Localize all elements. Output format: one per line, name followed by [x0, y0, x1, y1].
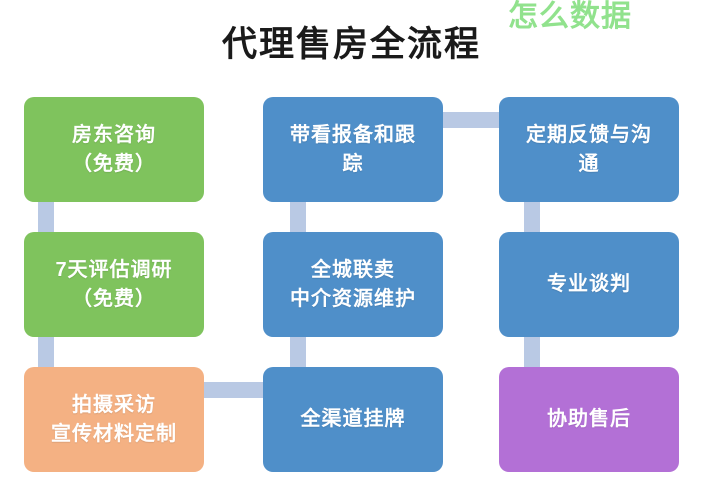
node-4-line-1: 带看报备和跟 [290, 123, 416, 146]
connector-2-3 [38, 336, 54, 368]
node-2-line-1: 7天评估调研 [55, 258, 173, 281]
node-7-regular-feedback[interactable]: 定期反馈与沟 通 [499, 97, 679, 202]
node-4-line-2: 踪 [342, 152, 364, 175]
node-4-viewing-report-tracking[interactable]: 带看报备和跟 踪 [263, 97, 443, 202]
node-8-line-1: 专业谈判 [547, 273, 631, 295]
node-1-line-2: （免费） [72, 152, 156, 175]
connector-8-9 [524, 336, 540, 368]
node-5-line-1: 全城联卖 [311, 258, 395, 281]
node-3-line-2: 宣传材料定制 [51, 422, 177, 445]
node-2-line-2: （免费） [72, 287, 156, 310]
node-5-line-2: 中介资源维护 [290, 287, 416, 310]
node-5-citywide-joint-sale[interactable]: 全城联卖 中介资源维护 [263, 232, 443, 337]
connector-7-8 [524, 200, 540, 232]
node-3-line-1: 拍摄采访 [72, 393, 156, 416]
connector-3-6 [196, 382, 272, 398]
node-1-line-1: 房东咨询 [72, 123, 156, 146]
connector-6-5 [290, 336, 306, 368]
node-7-line-2: 通 [578, 152, 600, 175]
connector-5-4 [290, 200, 306, 232]
node-8-professional-negotiation[interactable]: 专业谈判 [499, 232, 679, 337]
watermark-logo: 怎么数据 [508, 0, 632, 33]
node-6-line-1: 全渠道挂牌 [300, 408, 406, 430]
node-9-after-sales-support[interactable]: 协助售后 [499, 367, 679, 472]
node-1-landlord-consultation[interactable]: 房东咨询 （免费） [24, 97, 204, 202]
node-9-line-1: 协助售后 [547, 408, 631, 430]
node-7-line-1: 定期反馈与沟 [526, 123, 652, 146]
connector-1-2 [38, 200, 54, 232]
connector-4-7 [434, 112, 510, 128]
node-3-photography-materials[interactable]: 拍摄采访 宣传材料定制 [24, 367, 204, 472]
node-6-omnichannel-listing[interactable]: 全渠道挂牌 [263, 367, 443, 472]
node-2-seven-day-assessment[interactable]: 7天评估调研 （免费） [24, 232, 204, 337]
page-title: 代理售房全流程 [221, 25, 481, 64]
